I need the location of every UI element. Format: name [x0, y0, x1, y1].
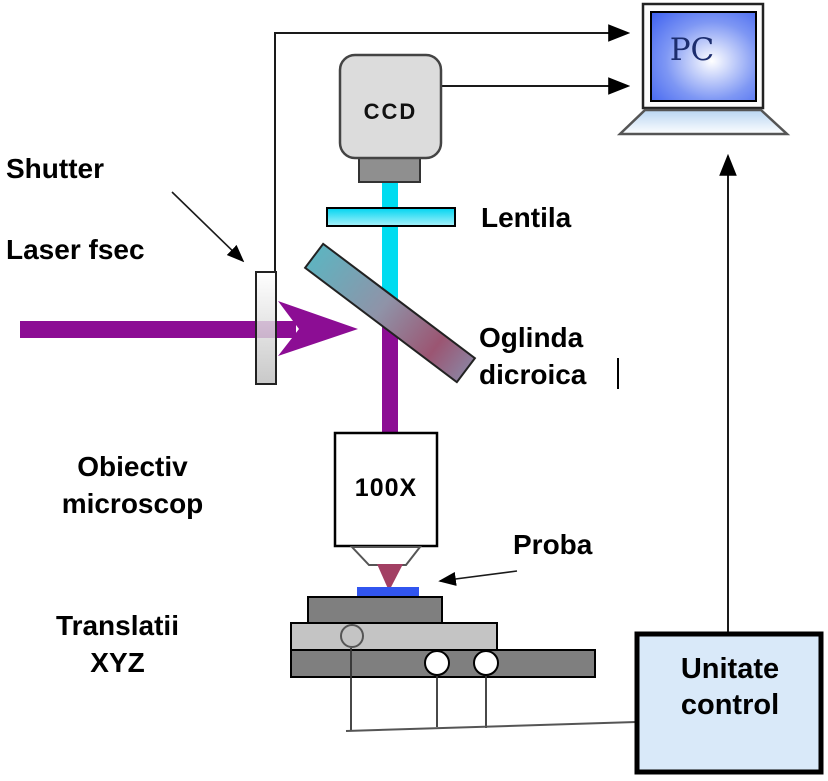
magnification-label: 100X: [354, 474, 418, 502]
proba-pointer-arrow: [438, 570, 518, 586]
pc-label: PC: [669, 32, 715, 68]
laser-beam-arrowhead: [278, 301, 358, 356]
lens-element: [326, 207, 456, 227]
control-unit-label: Unitate control: [638, 651, 822, 723]
objective-label-line1: Obiectiv: [77, 451, 188, 482]
dichroic-mirror-label: Oglinda dicroica: [479, 319, 586, 393]
stage-label-line1: Translatii: [56, 610, 179, 641]
ccd-camera-body: [338, 53, 443, 160]
stage-top-plate: [307, 596, 443, 624]
lens-label: Lentila: [481, 202, 572, 233]
shutter-plate: [255, 271, 277, 385]
control-unit-box: [634, 631, 824, 775]
shutter-to-pc-line: [274, 24, 631, 272]
sample-slide: [357, 587, 419, 597]
pc-screen: [650, 11, 757, 102]
text-cursor: [617, 358, 619, 389]
pc-base: [616, 108, 791, 136]
focused-beam-cone: [377, 564, 403, 591]
cable-bus-to-control: [345, 721, 637, 732]
stage-label-line2: XYZ: [90, 647, 145, 678]
stage-wheel-1: [424, 650, 450, 676]
ccd-mount: [358, 157, 421, 183]
shutter-label: Shutter: [6, 153, 104, 184]
sample-label: Proba: [513, 529, 593, 560]
stage-knob: [340, 624, 364, 648]
shutter-pointer-arrow: [171, 191, 245, 263]
laser-label: Laser fsec: [6, 234, 145, 265]
dichroic-mirror: [303, 242, 477, 384]
stage-middle-plate: [290, 622, 498, 651]
control-unit-label-line1: Unitate: [680, 653, 780, 685]
laser-beam-shaft: [20, 321, 296, 338]
dichroic-mirror-label-line1: Oglinda: [479, 322, 584, 353]
dichroic-mirror-label-line2: dicroica: [479, 359, 587, 390]
objective-nose-cone: [349, 546, 423, 566]
objective-body: [333, 431, 439, 548]
objective-label-line2: microscop: [61, 488, 204, 519]
stage-label: Translatii XYZ: [15, 607, 220, 681]
ccd-label: CCD: [363, 99, 418, 124]
control-unit-label-line2: control: [680, 689, 780, 721]
stage-wheel-2: [473, 650, 499, 676]
objective-label: Obiectiv microscop: [25, 448, 240, 522]
